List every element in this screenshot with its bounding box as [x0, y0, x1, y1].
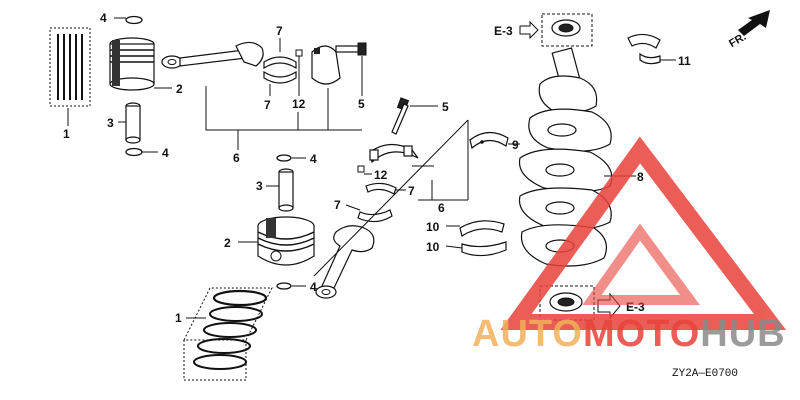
- callout-9: 9: [512, 138, 519, 152]
- callout-4-lower-b: 4: [310, 280, 317, 294]
- callout-10-a: 10: [426, 220, 440, 234]
- piston-ring-set-lower: [183, 287, 273, 381]
- rod-bearing-lower-b: [357, 209, 393, 223]
- piston-pin-clip-upper-b: [125, 147, 143, 157]
- main-bearing-lower-a: [459, 220, 505, 237]
- callout-11: 11: [678, 54, 691, 68]
- callout-4-top: 4: [100, 11, 107, 25]
- reference-e3-top: E-3: [494, 13, 593, 47]
- callout-7-under: 7: [264, 98, 271, 112]
- front-direction-arrow: FR.: [727, 10, 770, 50]
- callout-2-lower: 2: [224, 236, 231, 250]
- piston-pin-upper: [125, 102, 141, 144]
- svg-text:E-3: E-3: [494, 24, 513, 38]
- rod-bolt-lower: [391, 97, 410, 135]
- main-bearing-upper: [469, 131, 509, 150]
- rod-cap-lower: [369, 143, 419, 164]
- watermark-auto: AUTO: [472, 313, 583, 355]
- rod-bearing-lower-a: [365, 182, 397, 195]
- rod-cap-upper: [311, 45, 341, 85]
- piston-pin-clip-lower-b: [276, 282, 292, 290]
- watermark-hub: HUB: [700, 313, 786, 355]
- thrust-washer: [627, 33, 661, 65]
- callout-5-lower: 5: [442, 100, 449, 114]
- callout-12-lower: 12: [374, 168, 388, 182]
- callout-1: 1: [63, 127, 70, 141]
- callout-5-top: 5: [358, 97, 365, 111]
- main-bearing-lower-b: [461, 241, 507, 257]
- rod-bearing-upper-b: [263, 70, 297, 84]
- callout-3-lower: 3: [256, 179, 263, 193]
- watermark-text: AUTOMOTOHUB: [472, 312, 786, 356]
- piston-pin-lower: [278, 168, 294, 212]
- callout-8: 8: [637, 170, 644, 184]
- connecting-rod-upper: [161, 41, 264, 69]
- crankshaft: [518, 47, 613, 267]
- callout-10-b: 10: [426, 240, 440, 254]
- rod-bearing-upper-a: [263, 56, 297, 70]
- watermark-logo: [500, 136, 787, 330]
- rod-bolt-upper: [335, 42, 367, 56]
- callout-4-lower-a: 4: [310, 152, 317, 166]
- callout-1-lower: 1: [175, 311, 182, 325]
- callout-7-lower-a: 7: [408, 184, 415, 198]
- piston-pin-clip-upper-a: [125, 15, 143, 25]
- watermark-moto: MOTO: [582, 313, 701, 355]
- callout-4-mid: 4: [162, 146, 169, 160]
- callout-6-top: 6: [233, 151, 240, 165]
- callout-7-top: 7: [276, 24, 283, 38]
- connecting-rod-lower: [315, 225, 375, 299]
- callout-2: 2: [176, 82, 183, 96]
- piston-upper: [109, 37, 155, 91]
- callout-12-top: 12: [292, 97, 306, 111]
- callout-3: 3: [107, 116, 114, 130]
- piston-pin-clip-lower-a: [276, 154, 292, 162]
- piston-lower: [257, 216, 315, 266]
- callout-6-lower: 6: [438, 201, 445, 215]
- diagram-code: ZY2A—E0700: [672, 368, 738, 380]
- callout-7-lower-b: 7: [334, 198, 341, 212]
- piston-ring-set-upper: [49, 27, 91, 107]
